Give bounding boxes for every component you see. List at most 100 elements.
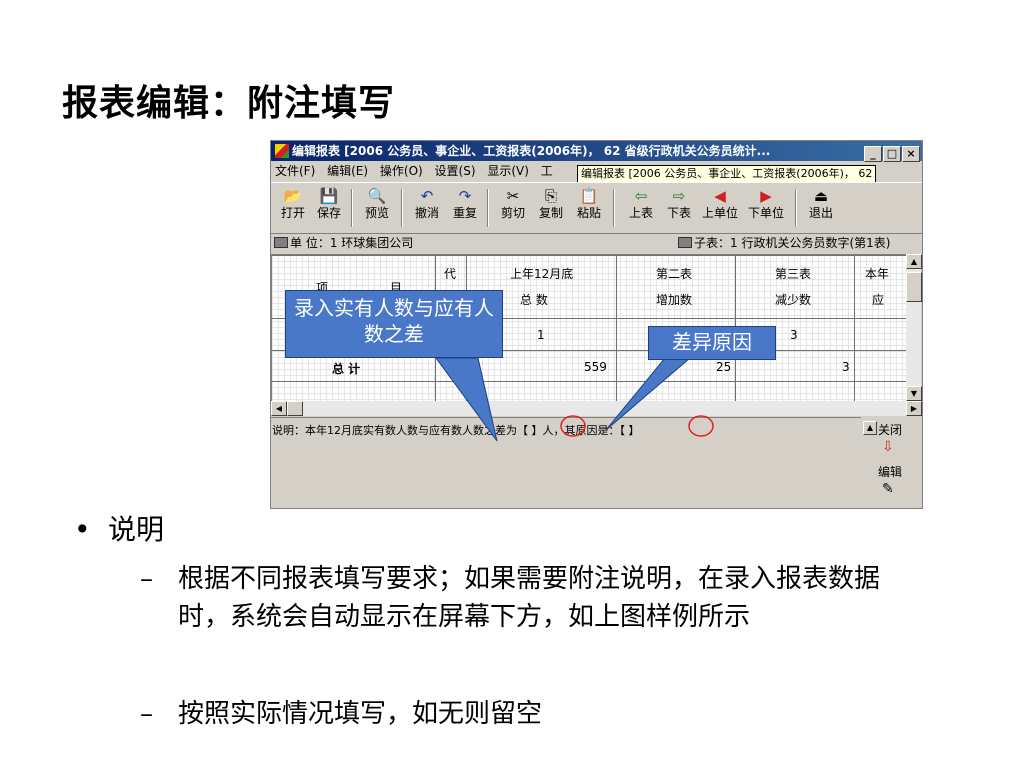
bullet-dot: •: [74, 513, 91, 546]
menu-view[interactable]: 显示(V): [487, 164, 529, 178]
note-side-panel: ▲ 关闭 ⇩ 编辑 ✎: [862, 417, 922, 508]
prev-unit-icon: ◀: [714, 187, 726, 205]
vertical-scrollbar[interactable]: ▲ ▼ ▶: [906, 254, 922, 416]
redo-icon: ↷: [458, 187, 472, 205]
scroll-thumb[interactable]: [906, 272, 922, 302]
bullet-main-text: 说明: [108, 513, 165, 546]
minimize-button[interactable]: _: [864, 146, 882, 162]
note-panel[interactable]: 说明：本年12月底实有数人数与应有数人数之差为【 】人，其原因是：【 】: [271, 417, 861, 508]
unit-row: 单 位：1 环球集团公司 子表：1 行政机关公务员数字(第1表): [271, 233, 922, 253]
menu-edit[interactable]: 编辑(E): [327, 164, 369, 178]
slide-title: 报表编辑：附注填写: [62, 82, 396, 124]
paste-icon: 📋: [579, 187, 599, 205]
prev-table-button[interactable]: ⇦上表: [621, 187, 661, 221]
subtable-value: 1 行政机关公务员数字(第1表): [730, 236, 891, 250]
sub-bullet-dash: –: [140, 564, 153, 594]
copy-icon: ⎘: [544, 187, 557, 205]
prev-unit-button[interactable]: ◀上单位: [697, 187, 743, 221]
scroll-down-icon[interactable]: ▼: [906, 386, 922, 401]
paste-button[interactable]: 📋粘贴: [569, 187, 609, 221]
header-col1-b: 总 数: [520, 293, 548, 307]
unit-label: 单 位：: [290, 236, 330, 250]
subtable-label: 子表：: [694, 236, 731, 250]
menu-file[interactable]: 文件(F): [275, 164, 316, 178]
toolbar-separator: [351, 189, 353, 227]
index-col1: 1: [537, 328, 545, 342]
header-col2-a: 第二表: [656, 267, 693, 281]
hscroll-thumb[interactable]: [287, 401, 303, 416]
save-disk-icon: 💾: [319, 187, 339, 205]
preview-button[interactable]: 🔍预览: [357, 187, 397, 221]
header-code: 代: [444, 267, 457, 281]
header-col4-b: 应: [872, 293, 885, 307]
total-col1[interactable]: 559: [584, 360, 607, 374]
preview-icon: 🔍: [367, 187, 387, 205]
unit-value: 1 环球集团公司: [329, 236, 414, 250]
menu-operate[interactable]: 操作(O): [379, 164, 423, 178]
undo-icon: ↶: [420, 187, 434, 205]
horizontal-scrollbar[interactable]: ◀: [271, 401, 906, 416]
total-col2[interactable]: 25: [716, 360, 732, 374]
open-button[interactable]: 📂打开: [273, 187, 313, 221]
toolbar-separator: [401, 189, 403, 227]
scroll-right-icon[interactable]: ▶: [906, 401, 922, 416]
subtable-selector[interactable]: 子表：1 行政机关公务员数字(第1表): [675, 233, 890, 253]
scroll-up-icon[interactable]: ▲: [906, 254, 922, 269]
panel-up-icon[interactable]: ▲: [863, 421, 877, 435]
open-folder-icon: 📂: [283, 187, 303, 205]
index-col3: 3: [790, 328, 798, 342]
app-icon: [275, 144, 289, 158]
sub-bullet-2: – 按照实际情况填写，如无则留空: [140, 695, 918, 733]
note-close-button[interactable]: 关闭: [878, 423, 903, 437]
sub-bullet-1-text: 根据不同报表填写要求；如果需要附注说明，在录入报表数据时，系统会自动显示在屏幕下…: [178, 564, 881, 632]
close-button[interactable]: ×: [902, 146, 920, 162]
grid-line: [272, 350, 906, 351]
sub-bullet-2-text: 按照实际情况填写，如无则留空: [178, 699, 543, 729]
exit-icon: ⏏: [813, 187, 829, 205]
sub-bullet-1: – 根据不同报表填写要求；如果需要附注说明，在录入报表数据时，系统会自动显示在屏…: [140, 560, 918, 636]
toolbar-separator: [795, 189, 797, 227]
grid-line: [272, 381, 906, 382]
cut-button[interactable]: ✂剪切: [493, 187, 533, 221]
scroll-left-icon[interactable]: ◀: [271, 401, 287, 416]
callout-reason: 差异原因: [648, 326, 776, 360]
save-button[interactable]: 💾保存: [309, 187, 349, 221]
copy-button[interactable]: ⎘复制: [531, 187, 571, 221]
grid-line: [616, 255, 617, 401]
bullet-main: • 说明: [74, 508, 164, 548]
menu-settings[interactable]: 设置(S): [434, 164, 476, 178]
redo-button[interactable]: ↷重复: [445, 187, 485, 221]
total-row-label: 总 计: [332, 362, 361, 376]
menu-tools[interactable]: 工: [540, 164, 553, 178]
menu-bar: 文件(F) 编辑(E) 操作(O) 设置(S) 显示(V) 工: [271, 162, 922, 181]
window-titlebar[interactable]: 编辑报表 [2006 公务员、事企业、工资报表(2006年)， 62 省级行政机…: [271, 141, 922, 162]
title-tooltip: 编辑报表 [2006 公务员、事企业、工资报表(2006年)， 62: [577, 165, 877, 183]
maximize-button[interactable]: □: [883, 146, 901, 162]
next-unit-button[interactable]: ▶下单位: [743, 187, 789, 221]
cut-icon: ✂: [506, 187, 520, 205]
toolbar-separator: [487, 189, 489, 227]
note-edit-button[interactable]: 编辑: [878, 465, 903, 479]
grid-line: [854, 255, 855, 401]
unit-icon: [274, 237, 288, 248]
toolbar: 📂打开 💾保存 🔍预览 ↶撤消 ↷重复 ✂剪切 ⎘复制 📋粘贴 ⇦上表 ⇨下表 …: [271, 182, 922, 234]
subtable-icon: [678, 237, 692, 248]
toolbar-separator: [613, 189, 615, 227]
header-col3-b: 减少数: [775, 293, 812, 307]
next-table-button[interactable]: ⇨下表: [659, 187, 699, 221]
exit-button[interactable]: ⏏退出: [801, 187, 841, 221]
header-col2-b: 增加数: [656, 293, 693, 307]
window-title: 编辑报表 [2006 公务员、事企业、工资报表(2006年)， 62 省级行政机…: [292, 144, 771, 158]
next-unit-icon: ▶: [760, 187, 772, 205]
prev-table-icon: ⇦: [634, 187, 648, 205]
grid-line: [272, 318, 906, 319]
down-arrow-icon[interactable]: ⇩: [882, 439, 894, 455]
edit-icon[interactable]: ✎: [882, 481, 894, 497]
header-col3-a: 第三表: [775, 267, 812, 281]
next-table-icon: ⇨: [672, 187, 686, 205]
total-col3[interactable]: 3: [842, 360, 850, 374]
callout-diff: 录入实有人数与应有人数之差: [285, 290, 503, 358]
note-text: 说明：本年12月底实有数人数与应有数人数之差为【 】人，其原因是：【 】: [272, 424, 640, 437]
undo-button[interactable]: ↶撤消: [407, 187, 447, 221]
header-col1-a: 上年12月底: [510, 267, 574, 281]
